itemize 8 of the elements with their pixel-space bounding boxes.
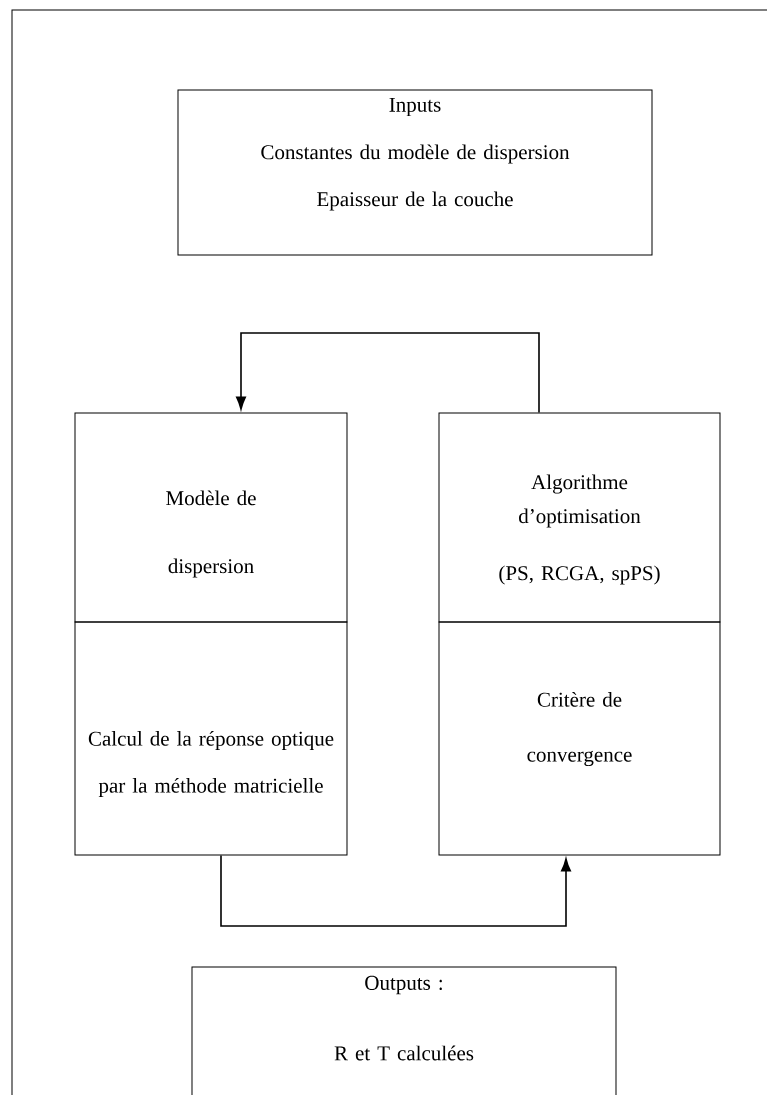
arrow bbox=[220, 854, 571, 927]
process-box: Modèle de dispersion bbox=[74, 412, 348, 623]
process-box: Outputs : R et T calculées bbox=[191, 966, 617, 1095]
process-box: Inputs Constantes du modèle de dispersion Epaisseur de la couche bbox=[177, 89, 653, 256]
process-box: Critère de convergence bbox=[438, 621, 721, 856]
process-box: Calcul de la réponse optique par la méthode matricielle bbox=[74, 621, 348, 856]
process-box: Algorithme d’optimisation (PS, RCGA, spPS) bbox=[438, 412, 721, 623]
arrow bbox=[236, 332, 540, 414]
